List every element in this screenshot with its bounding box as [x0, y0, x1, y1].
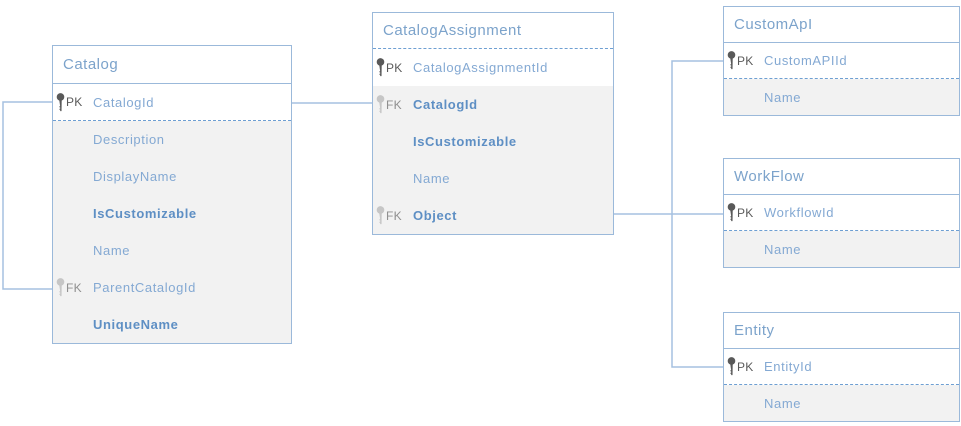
- field-name: CatalogId: [93, 94, 155, 110]
- connector-object-to-customapi-entity[interactable]: [671, 60, 723, 368]
- field-name: Name: [93, 243, 131, 258]
- key-cell: PK: [724, 357, 764, 376]
- primary-key-section: PK CatalogId: [53, 84, 291, 121]
- field-row-workflowid[interactable]: PK WorkflowId: [724, 195, 959, 230]
- foreign-key-icon: [376, 206, 385, 225]
- field-name: WorkflowId: [764, 205, 835, 220]
- field-row-catalogassignmentid[interactable]: PK CatalogAssignmentId: [373, 49, 613, 86]
- table-title: WorkFlow: [724, 159, 959, 195]
- field-name: Name: [764, 395, 802, 411]
- field-row-name[interactable]: Name: [724, 79, 959, 115]
- attributes-section: Name: [724, 79, 959, 115]
- field-row-name[interactable]: Name: [724, 231, 959, 267]
- primary-key-section: PK WorkflowId: [724, 195, 959, 231]
- field-row-object[interactable]: FK Object: [373, 197, 613, 234]
- field-name: DisplayName: [93, 169, 177, 184]
- fk-label: FK: [66, 280, 82, 295]
- field-name: CatalogId: [413, 97, 478, 112]
- foreign-key-icon: [376, 95, 385, 114]
- field-row-name[interactable]: Name: [373, 160, 613, 197]
- table-title: CatalogAssignment: [373, 13, 613, 49]
- table-title: Entity: [724, 313, 959, 349]
- primary-key-icon: [376, 58, 385, 77]
- field-row-entityid[interactable]: PK EntityId: [724, 349, 959, 384]
- key-cell: FK: [373, 206, 413, 225]
- table-title: CustomApI: [724, 7, 959, 43]
- field-row-description[interactable]: Description: [53, 121, 291, 158]
- field-row-name[interactable]: Name: [724, 385, 959, 421]
- attributes-section: Name: [724, 385, 959, 421]
- pk-label: PK: [66, 95, 83, 109]
- field-name: IsCustomizable: [93, 206, 197, 221]
- table-title: Catalog: [53, 46, 291, 84]
- primary-key-section: PK EntityId: [724, 349, 959, 385]
- field-name: IsCustomizable: [413, 134, 517, 149]
- field-name: Name: [764, 89, 802, 105]
- primary-key-icon: [727, 357, 736, 376]
- field-name: CustomAPIId: [764, 53, 848, 68]
- pk-label: PK: [386, 60, 403, 75]
- field-row-customapiid[interactable]: PK CustomAPIId: [724, 43, 959, 78]
- fk-label: FK: [386, 208, 402, 223]
- field-name: Name: [764, 241, 802, 257]
- foreign-key-icon: [56, 278, 65, 297]
- primary-key-icon: [727, 203, 736, 222]
- field-name: Name: [413, 171, 451, 186]
- field-name: Object: [413, 208, 458, 223]
- field-name: UniqueName: [93, 317, 179, 332]
- primary-key-icon: [56, 92, 65, 111]
- pk-label: PK: [737, 53, 754, 68]
- field-row-displayname[interactable]: DisplayName: [53, 158, 291, 195]
- key-cell: PK: [373, 58, 413, 77]
- field-name: EntityId: [764, 359, 813, 374]
- primary-key-section: PK CatalogAssignmentId: [373, 49, 613, 86]
- key-cell: PK: [724, 51, 764, 70]
- key-cell: PK: [53, 92, 93, 112]
- attributes-section: Name: [724, 231, 959, 267]
- connector-catalog-self-reference[interactable]: [2, 101, 52, 290]
- field-row-uniquename[interactable]: UniqueName: [53, 306, 291, 343]
- primary-key-section: PK CustomAPIId: [724, 43, 959, 79]
- field-row-iscustomizable[interactable]: IsCustomizable: [53, 195, 291, 232]
- pk-label: PK: [737, 359, 754, 374]
- pk-label: PK: [737, 205, 754, 220]
- field-row-catalogid[interactable]: PK CatalogId: [53, 84, 291, 120]
- field-row-parentcatalogid[interactable]: FK ParentCatalogId: [53, 269, 291, 306]
- fk-label: FK: [386, 97, 402, 112]
- primary-key-icon: [727, 51, 736, 70]
- key-cell: FK: [373, 95, 413, 114]
- key-cell: PK: [724, 203, 764, 222]
- field-row-name[interactable]: Name: [53, 232, 291, 269]
- field-name: Description: [93, 132, 165, 147]
- key-cell: FK: [53, 278, 93, 297]
- field-name: ParentCatalogId: [93, 280, 196, 295]
- field-row-catalogid[interactable]: FK CatalogId: [373, 86, 613, 123]
- field-row-iscustomizable[interactable]: IsCustomizable: [373, 123, 613, 160]
- field-name: CatalogAssignmentId: [413, 60, 548, 75]
